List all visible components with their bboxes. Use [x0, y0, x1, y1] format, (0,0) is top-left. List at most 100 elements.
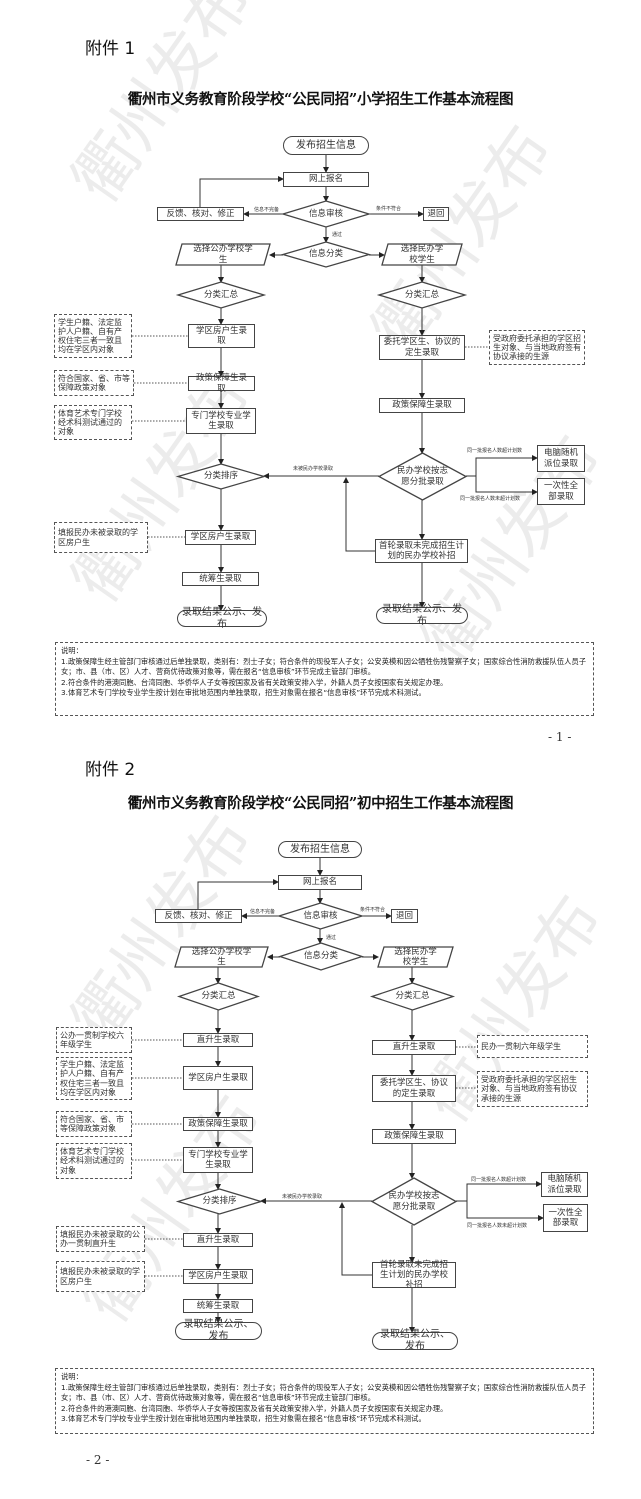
decision-shape — [377, 452, 468, 501]
flow-node-all-admit: 一次性全部录取 — [537, 478, 585, 505]
note-special-school: 体育艺术专门学校经术科测试通过的对象 — [56, 1143, 132, 1179]
flow-node-label: 分类排序 — [203, 471, 238, 482]
page-number: - 1 - — [548, 730, 572, 744]
decision-shape — [175, 1188, 264, 1215]
attachment-label: 附件 2 — [85, 760, 136, 780]
flow-node-supplement: 首轮录取未完成招生计划的民办学校补招 — [372, 1260, 456, 1290]
flow-node-overall: 统筹生录取 — [183, 1299, 253, 1313]
flow-node-district-house-2: 学区房户生录取 — [183, 1269, 253, 1284]
flow-node-district-house: 学区房户生录取 — [188, 324, 255, 348]
flow-node-label: 信息审核 — [303, 910, 338, 921]
flow-node-summary-private: 分类汇总 — [369, 982, 456, 1011]
flow-node-direct-private: 直升生录取 — [372, 1040, 456, 1055]
decision-shape — [277, 942, 365, 971]
flow-node-lottery: 电脑随机派位录取 — [537, 445, 585, 472]
flow-node-choose-public: 选择公办学校学生 — [175, 243, 271, 266]
flow-node-direct-public: 直升生录取 — [183, 1033, 253, 1047]
flow-node-return: 退回 — [423, 207, 449, 221]
flow-node-lottery: 电脑随机派位录取 — [541, 1172, 588, 1197]
note-unadmitted-district: 填报民办未被录取的学区房户生 — [54, 522, 148, 553]
flow-node-policy-private: 政策保障生录取 — [379, 398, 465, 413]
edge-label-passed: 通过 — [332, 232, 343, 238]
flow-node-entrusted: 委托学区生、协议的定生录取 — [379, 335, 465, 360]
flow-node-district-house-2: 学区房户生录取 — [185, 530, 256, 545]
flow-node-publish: 发布招生信息 — [278, 841, 362, 858]
flow-node-summary-private: 分类汇总 — [376, 281, 468, 309]
flow-node-classify: 信息分类 — [280, 241, 372, 268]
flow-node-private-batch: 民办学校按志愿分批录取 — [370, 1177, 458, 1226]
flow-node-choose-public: 选择公办学校学生 — [174, 946, 269, 968]
edge-label-incomplete: 信息不完备 — [254, 207, 280, 213]
page-number: - 2 - — [86, 1453, 110, 1467]
note-unadmitted-district: 填报民办未被录取的学区房户生 — [56, 1261, 145, 1292]
flow-node-special-school: 专门学校专业学生录取 — [186, 408, 256, 434]
flow-node-label: 信息审核 — [308, 208, 343, 219]
edge-label-over-plan: 同一批报名人数超计划数 — [471, 1177, 527, 1183]
edge-label-over-plan: 同一批报名人数超计划数 — [467, 448, 523, 454]
flow-node-label: 民办学校按志愿分批录取 — [396, 466, 448, 487]
explanation-heading: 说明： — [61, 646, 83, 655]
flow-node-choose-private: 选择民办学校学生 — [377, 946, 454, 968]
flow-node-supplement: 首轮录取未完成招生计划的民办学校补招 — [375, 539, 468, 563]
io-shape — [175, 243, 271, 266]
flow-node-label: 选择民办学校学生 — [400, 244, 444, 265]
flow-arrow — [343, 477, 375, 552]
flow-node-policy-public: 政策保障生录取 — [188, 373, 255, 394]
explanation-item: 3.体育艺术专门学校专业学生按计划在审批地范围内单独录取，招生对象需在报名“信息… — [61, 688, 426, 698]
flow-node-label: 分类汇总 — [201, 991, 236, 1002]
edge-label-not-admitted-private: 未被民办学校录取 — [282, 1194, 323, 1200]
flow-node-feedback: 反馈、核对、修正 — [155, 909, 242, 923]
explanation-item: 2.符合条件的港澳同胞、台湾同胞、华侨华人子女等按国家及省有关政策安排入学，外籍… — [61, 677, 448, 687]
flow-node-label: 信息分类 — [308, 249, 343, 260]
note-policy: 符合国家、省、市等保障政策对象 — [56, 1111, 132, 1137]
flow-node-direct-public-2: 直升生录取 — [183, 1233, 253, 1247]
flow-node-label: 分类汇总 — [203, 289, 238, 300]
edge-label-not-admitted-private: 未被民办学校录取 — [293, 466, 334, 472]
watermark: 衢州发布 — [59, 803, 267, 1056]
note-district-house: 学生户籍、法定监护人户籍、自有产权住宅三者一致且均在学区内对象 — [56, 1057, 132, 1100]
edge-label-under-plan: 同一批报名人数未超计划数 — [460, 496, 521, 502]
flow-node-district-house: 学区房户生录取 — [183, 1066, 253, 1090]
flow-node-review: 信息审核 — [280, 200, 372, 228]
page-title: 衢州市义务教育阶段学校“公民同招”小学招生工作基本流程图 — [127, 91, 514, 108]
flow-node-result-public: 录取结果公示、发布 — [175, 1319, 262, 1342]
decision-shape — [370, 1177, 458, 1226]
flow-node-summary-public: 分类汇总 — [175, 281, 267, 309]
flow-node-register: 网上报名 — [278, 875, 362, 890]
flow-arrow — [339, 1202, 372, 1276]
flow-node-return: 退回 — [391, 909, 418, 923]
edge-label-incomplete: 信息不完备 — [250, 909, 276, 915]
flow-node-policy-private: 政策保障生录取 — [372, 1129, 456, 1144]
flow-node-overall: 统筹生录取 — [182, 572, 259, 586]
note-direct-private: 民办一贯制六年级学生 — [477, 1035, 588, 1058]
flow-node-label: 选择民办学校学生 — [394, 946, 437, 967]
decision-shape — [276, 902, 365, 930]
explanation-item: 1.政策保障生经主管部门审核通过后单独录取，类别有：烈士子女；符合条件的现役军人… — [61, 656, 587, 677]
flow-node-feedback: 反馈、核对、修正 — [157, 207, 244, 221]
explanation-item: 2.符合条件的港澳同胞、台湾同胞、华侨华人子女等按国家及省有关政策安排入学，外籍… — [61, 1403, 448, 1413]
flow-node-rank: 分类排序 — [175, 1188, 264, 1215]
flow-node-label: 分类汇总 — [404, 289, 439, 300]
flow-node-label: 信息分类 — [303, 951, 338, 962]
explanation-item: 3.体育艺术专门学校专业学生按计划在审批地范围内单独录取，招生对象需在报名“信息… — [61, 1414, 426, 1424]
edge-label-under-plan: 同一批报名人数未超计划数 — [467, 1223, 528, 1229]
note-district-house: 学生户籍、法定监护人户籍、自有产权住宅三者一致且均在学区内对象 — [54, 314, 132, 358]
flow-node-label: 分类排序 — [202, 1196, 237, 1207]
flow-node-choose-private: 选择民办学校学生 — [381, 243, 463, 266]
flow-node-label: 分类汇总 — [395, 991, 430, 1002]
flow-node-label: 选择公办学校学生 — [193, 244, 253, 265]
decision-shape — [369, 982, 456, 1011]
flow-node-all-admit: 一次性全部录取 — [543, 1204, 588, 1232]
note-entrusted: 受政府委托承担的学区招生对象、与当地政府签有协议承接的生源 — [477, 1071, 588, 1107]
flow-node-special-school: 专门学校专业学生录取 — [183, 1147, 253, 1173]
note-special-school: 体育艺术专门学校经术科测试通过的对象 — [54, 405, 132, 440]
flow-node-result-private: 录取结果公示、发布 — [376, 604, 468, 627]
flow-node-rank: 分类排序 — [175, 463, 267, 490]
flow-node-entrusted: 委托学区生、协议的定生录取 — [372, 1075, 456, 1102]
flow-node-result-private: 录取结果公示、发布 — [372, 1329, 458, 1352]
io-shape — [377, 946, 454, 968]
io-shape — [381, 243, 463, 266]
note-direct-public: 公办一贯制学校六年级学生 — [56, 1027, 132, 1053]
page-title: 衢州市义务教育阶段学校“公民同招”初中招生工作基本流程图 — [127, 795, 514, 812]
explanation-item: 1.政策保障生经主管部门审核通过后单独录取，类别有：烈士子女；符合条件的现役军人… — [61, 1382, 587, 1403]
